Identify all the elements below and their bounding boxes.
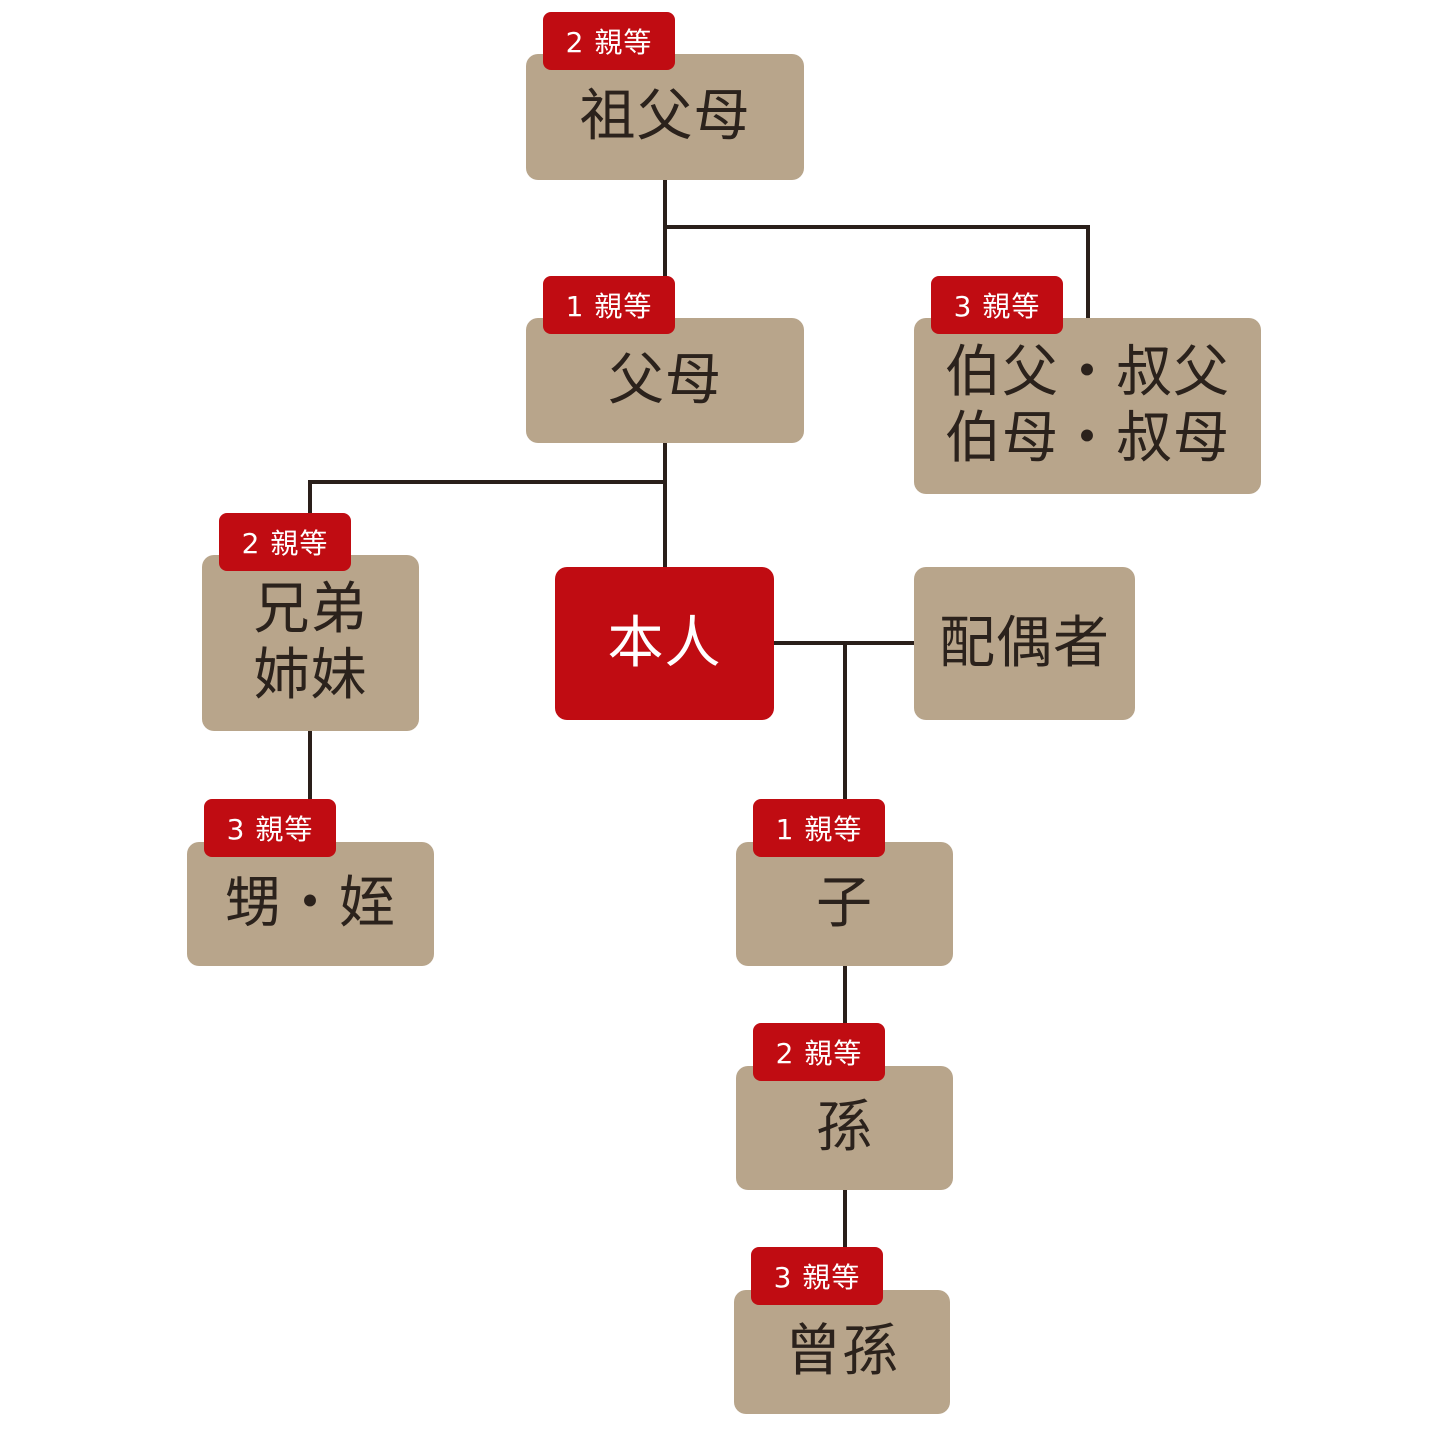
node-great-grandchild: 曾孫 <box>734 1290 950 1414</box>
node-grandparents: 祖父母 <box>526 54 804 180</box>
node-self: 本人 <box>555 567 774 720</box>
node-grandchild-label-line-1: 孫 <box>816 1095 873 1160</box>
degree-badge-siblings: 2 親等 <box>219 513 351 571</box>
node-self-label-line-1: 本人 <box>607 610 722 676</box>
node-uncles-aunts-label-line-1: 伯父・叔父 <box>945 340 1230 405</box>
node-great-grandchild-label-line-1: 曾孫 <box>785 1319 899 1384</box>
node-grandparents-label-line-1: 祖父母 <box>579 84 751 149</box>
node-uncles-aunts: 伯父・叔父伯母・叔母 <box>914 318 1261 494</box>
node-parents-label-line-1: 父母 <box>608 347 722 413</box>
node-siblings-label-line-1: 兄弟 <box>253 577 368 642</box>
degree-badge-grandchild: 2 親等 <box>753 1023 885 1081</box>
node-child-label-line-1: 子 <box>816 871 873 936</box>
node-spouse: 配偶者 <box>914 567 1135 720</box>
node-child: 子 <box>736 842 953 966</box>
degree-badge-nephews-nieces: 3 親等 <box>204 799 336 857</box>
node-parents: 父母 <box>526 318 804 443</box>
node-nephews-nieces-label-line-1: 甥・姪 <box>225 871 396 936</box>
degree-badge-great-grandchild: 3 親等 <box>751 1247 883 1305</box>
node-grandchild: 孫 <box>736 1066 953 1190</box>
node-nephews-nieces: 甥・姪 <box>187 842 434 966</box>
node-siblings: 兄弟姉妹 <box>202 555 419 731</box>
degree-badge-uncles-aunts: 3 親等 <box>931 276 1063 334</box>
node-spouse-label-line-1: 配偶者 <box>939 610 1110 676</box>
degree-badge-parents: 1 親等 <box>543 276 675 334</box>
node-siblings-label-line-2: 姉妹 <box>253 643 368 708</box>
degree-badge-grandparents: 2 親等 <box>543 12 675 70</box>
degree-badge-child: 1 親等 <box>753 799 885 857</box>
node-uncles-aunts-label-line-2: 伯母・叔母 <box>945 406 1230 471</box>
